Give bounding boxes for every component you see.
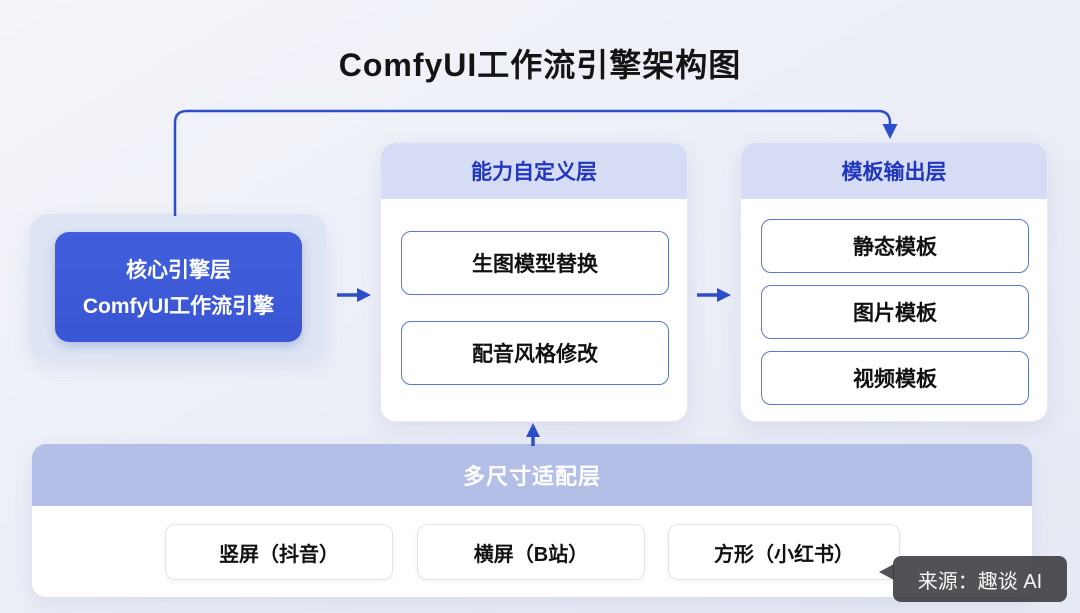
capability-layer-card: 能力自定义层 生图模型替换 配音风格修改 <box>380 142 688 422</box>
template-layer-body: 静态模板 图片模板 视频模板 <box>741 199 1047 421</box>
adapter-to-capability-arrowhead <box>526 423 540 437</box>
capability-item-voice-style-edit: 配音风格修改 <box>401 321 669 385</box>
source-watermark-text: 来源：趣谈 AI <box>917 570 1043 593</box>
capability-layer-title: 能力自定义层 <box>381 143 687 199</box>
adapter-item-portrait-douyin: 竖屏（抖音） <box>165 524 393 580</box>
template-item-static: 静态模板 <box>761 219 1029 273</box>
adapter-layer-card: 多尺寸适配层 竖屏（抖音） 横屏（B站） 方形（小红书） <box>32 444 1032 597</box>
core-engine-label-line1: 核心引擎层 <box>126 259 231 282</box>
template-item-video: 视频模板 <box>761 351 1029 405</box>
template-item-image: 图片模板 <box>761 285 1029 339</box>
core-engine-card: 核心引擎层 ComfyUI工作流引擎 <box>30 214 326 358</box>
template-layer-card: 模板输出层 静态模板 图片模板 视频模板 <box>740 142 1048 422</box>
capability-layer-body: 生图模型替换 配音风格修改 <box>381 199 687 421</box>
capability-item-image-model-swap: 生图模型替换 <box>401 231 669 295</box>
diagram-title: ComfyUI工作流引擎架构图 <box>338 47 742 83</box>
source-watermark-badge: 来源：趣谈 AI <box>879 556 1067 602</box>
adapter-item-landscape-bilibili: 横屏（B站） <box>417 524 645 580</box>
adapter-layer-title: 多尺寸适配层 <box>32 444 1032 506</box>
core-engine-label-line2: ComfyUI工作流引擎 <box>82 295 275 318</box>
capability-to-template-arrowhead <box>717 288 731 302</box>
template-layer-title: 模板输出层 <box>741 143 1047 199</box>
adapter-item-square-xiaohongshu: 方形（小红书） <box>668 524 900 580</box>
feedback-arrowhead-down <box>882 124 898 139</box>
core-engine-node: 核心引擎层 ComfyUI工作流引擎 <box>55 232 302 342</box>
core-to-capability-arrowhead <box>357 288 371 302</box>
adapter-layer-body: 竖屏（抖音） 横屏（B站） 方形（小红书） <box>32 506 1032 597</box>
